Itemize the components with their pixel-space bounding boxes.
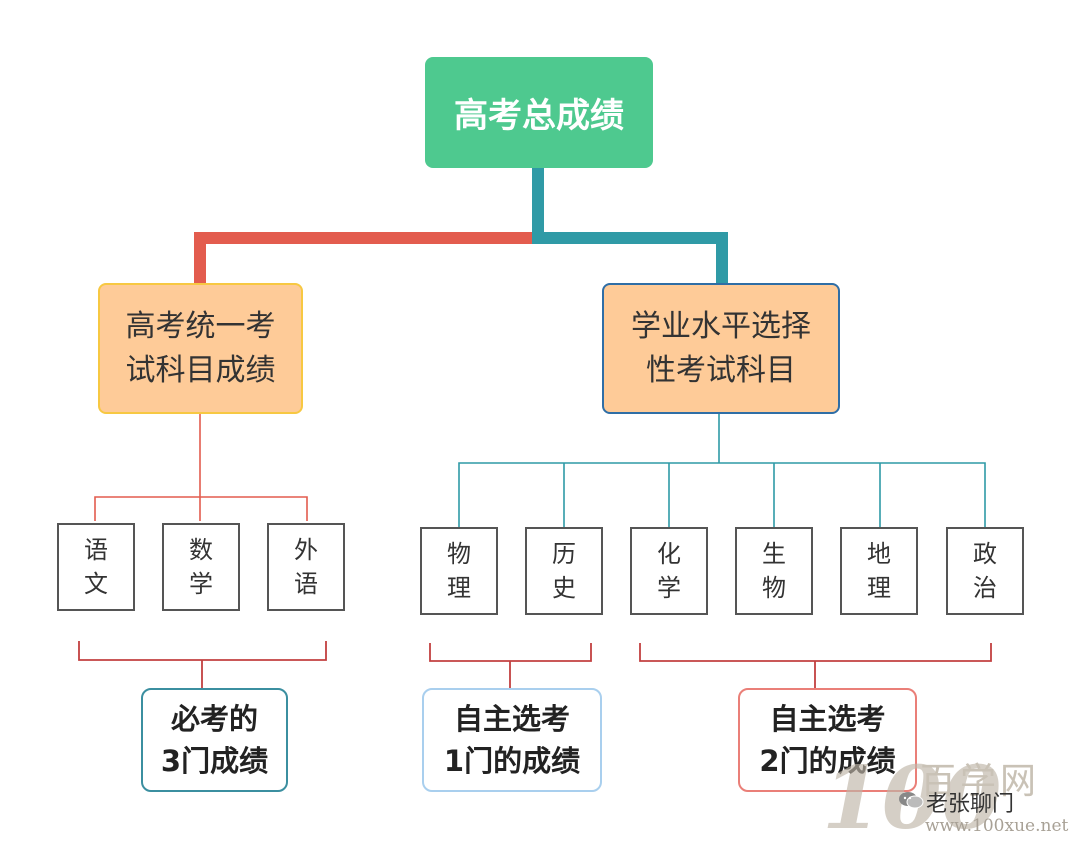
subject-chemistry: 化 学 [630,527,708,615]
subject-char: 政 [973,540,997,568]
branch-elective-exam-line1: 学业水平选择 [631,308,811,344]
group-elective-2: 自主选考 2门的成绩 [738,688,917,792]
branch-unified-exam-line1: 高考统一考 [125,308,276,344]
subject-char: 理 [447,574,471,602]
subject-politics: 政 治 [946,527,1024,615]
group-elective-2-line2: 2门的成绩 [759,744,896,778]
subject-char: 化 [657,540,681,568]
group-required-3: 必考的 3门成绩 [141,688,288,792]
watermark-url: www.100xue.net [925,816,1069,836]
bracket-elective-2 [639,643,992,688]
subject-char: 治 [973,574,997,602]
branch-unified-exam-line2: 试科目成绩 [125,352,276,388]
branch-unified-exam: 高考统一考 试科目成绩 [98,283,303,414]
connector-right-branch [532,168,728,283]
group-required-line2: 3门成绩 [160,744,269,778]
bracket-elective-1 [429,643,592,688]
group-elective-1: 自主选考 1门的成绩 [422,688,602,792]
subject-char: 地 [867,540,891,568]
connector-left-branch [194,168,544,283]
root-label: 高考总成绩 [454,96,624,136]
group-elective-1-line1: 自主选考 [453,702,570,736]
subject-char: 物 [447,540,471,568]
subject-physics: 物 理 [420,527,498,615]
subject-geography: 地 理 [840,527,918,615]
watermark-site-name: 百学网 [920,761,1041,802]
subject-char: 学 [189,570,213,598]
bracket-required [78,641,327,688]
root-node-total-score: 高考总成绩 [425,57,653,168]
subject-char: 外 [294,536,318,564]
subject-char: 数 [189,536,213,564]
subject-char: 历 [552,540,576,568]
subject-char: 物 [762,574,786,602]
group-required-line1: 必考的 [170,702,258,736]
connector-left-subjects [94,414,308,521]
subject-char: 史 [552,574,576,602]
subject-char: 文 [84,570,108,598]
branch-elective-exam: 学业水平选择 性考试科目 [602,283,840,414]
subject-char: 语 [294,570,318,598]
wechat-icon [899,792,924,809]
subject-char: 生 [762,540,786,568]
subject-biology: 生 物 [735,527,813,615]
subject-history: 历 史 [525,527,603,615]
group-elective-2-line1: 自主选考 [769,702,886,736]
subject-foreign-language: 外 语 [267,523,345,611]
subject-chinese: 语 文 [57,523,135,611]
connector-right-subjects [458,414,986,527]
subject-char: 理 [867,574,891,602]
branch-elective-exam-line2: 性考试科目 [646,352,796,388]
subject-char: 学 [657,574,681,602]
watermark-author: 老张聊门 [926,792,1015,817]
subject-math: 数 学 [162,523,240,611]
subject-char: 语 [84,536,108,564]
group-elective-1-line2: 1门的成绩 [443,744,581,778]
